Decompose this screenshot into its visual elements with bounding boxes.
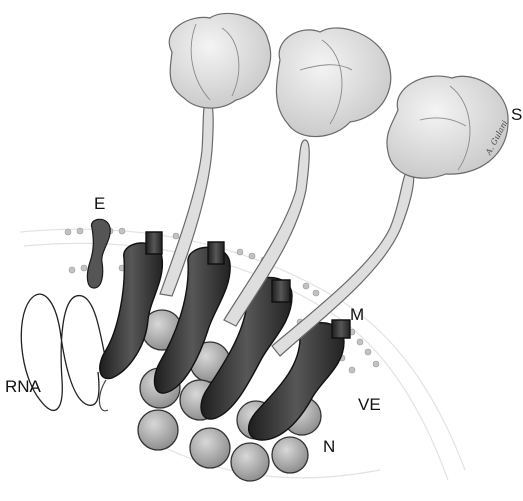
label-rna: RNA bbox=[5, 378, 41, 395]
label-membrane-protein: M bbox=[350, 306, 364, 323]
label-nucleocapsid: N bbox=[323, 438, 335, 455]
label-viral-envelope: VE bbox=[358, 396, 381, 413]
label-spike: S bbox=[511, 106, 522, 123]
spike-heads bbox=[169, 13, 508, 178]
rna-strand-tail bbox=[99, 380, 108, 411]
label-envelope-protein: E bbox=[94, 195, 105, 212]
